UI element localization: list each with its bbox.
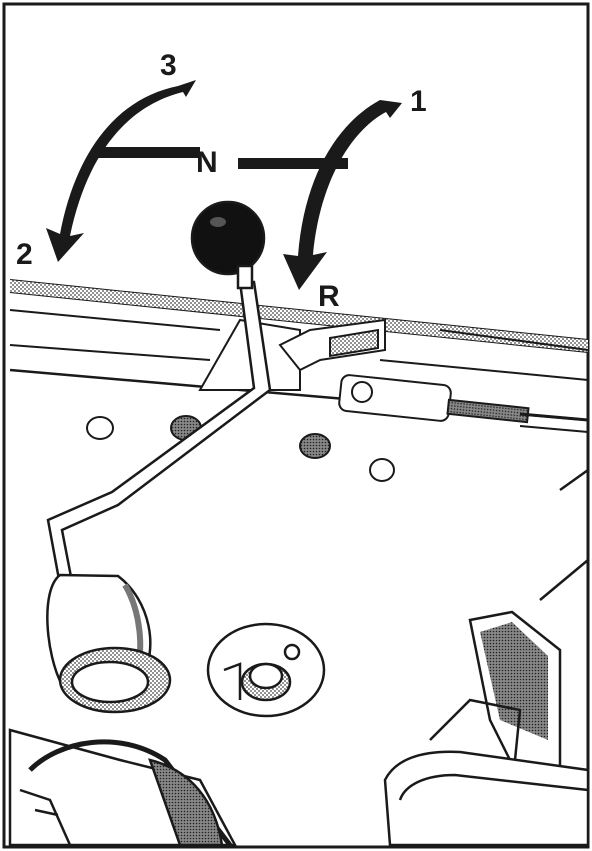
label-gear-1: 1: [410, 85, 427, 118]
label-gear-3: 3: [160, 49, 177, 82]
floor-plate: [208, 624, 324, 716]
label-neutral: N: [196, 146, 218, 179]
label-reverse: R: [318, 280, 340, 313]
lever-knob: [192, 202, 264, 274]
neutral-crossbar-left: [98, 147, 200, 158]
label-gear-2: 2: [16, 238, 33, 271]
neutral-crossbar-right: [238, 158, 348, 169]
